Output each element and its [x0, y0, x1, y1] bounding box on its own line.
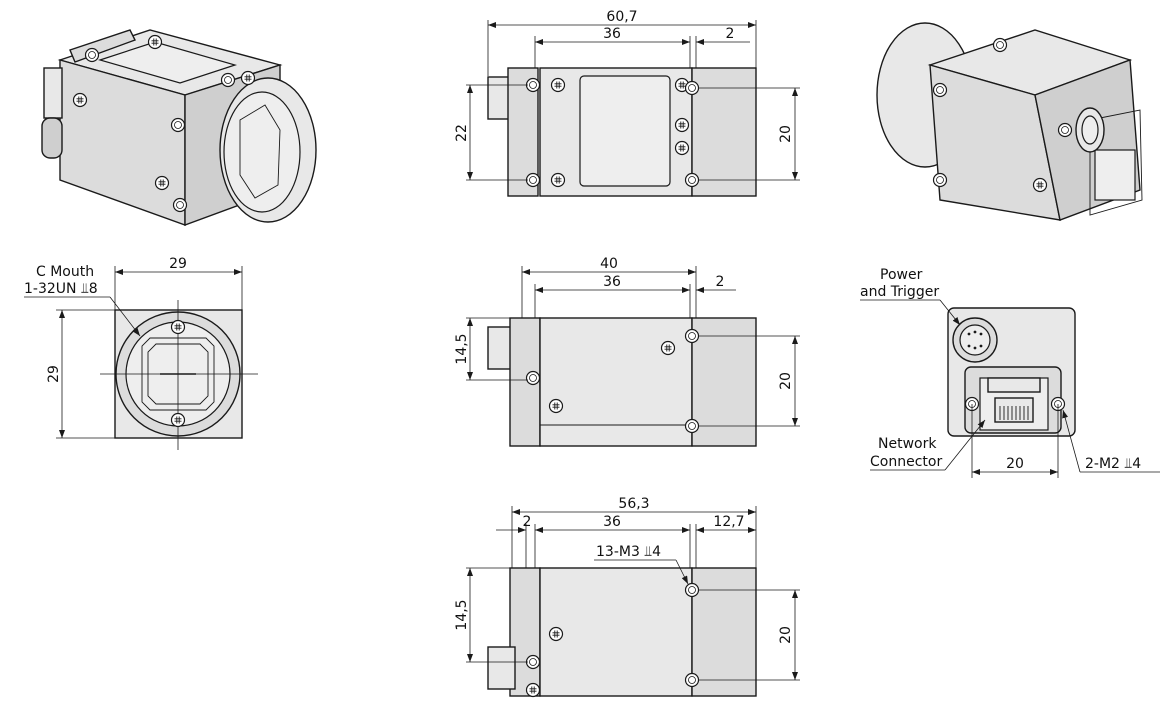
front-height: 29	[46, 365, 62, 383]
front-view: C Mouth 1-32UN ⫫8 29 29	[24, 256, 258, 450]
isometric-rear-view	[876, 22, 1143, 221]
side-overall-length: 40	[600, 256, 618, 272]
bottom-rear-length: 12,7	[713, 514, 744, 530]
top-overall-length: 60,7	[606, 9, 637, 25]
isometric-front-view	[41, 29, 317, 227]
side-hole-spacing: 20	[778, 372, 794, 390]
bottom-left-height: 14,5	[454, 599, 470, 630]
bottom-hole-spacing: 20	[778, 626, 794, 644]
side-flange: 2	[716, 274, 725, 290]
c-mount-thread-label: 1-32UN ⫫8	[24, 281, 98, 297]
rear-view: Power and Trigger Network Connector 20 2…	[860, 267, 1160, 478]
side-view: 40 36 2 14,5 20	[454, 256, 800, 447]
top-left-height: 22	[454, 124, 470, 142]
bottom-thread-label: 13-M3 ⫫4	[596, 544, 661, 560]
network-connector-label-2: Connector	[870, 454, 942, 470]
network-connector-label-1: Network	[878, 436, 937, 452]
power-trigger-label-1: Power	[880, 267, 923, 283]
rear-hole-spacing: 20	[1006, 456, 1024, 472]
side-left-height: 14,5	[454, 333, 470, 364]
front-width: 29	[169, 256, 187, 272]
top-view: 60,7 36 2 22 20	[454, 9, 800, 197]
bottom-overall-length: 56,3	[618, 496, 649, 512]
power-trigger-label-2: and Trigger	[860, 284, 939, 300]
rear-thread-label: 2-M2 ⫫4	[1085, 456, 1141, 472]
top-flange: 2	[726, 26, 735, 42]
top-hole-spacing: 20	[778, 125, 794, 143]
bottom-view: 56,3 2 36 12,7 13-M3 ⫫4 14,5 20	[454, 496, 800, 698]
c-mount-label: C Mouth	[36, 264, 94, 280]
top-body-length: 36	[603, 26, 621, 42]
side-body-length: 36	[603, 274, 621, 290]
bottom-flange: 2	[523, 514, 532, 530]
bottom-body-length: 36	[603, 514, 621, 530]
